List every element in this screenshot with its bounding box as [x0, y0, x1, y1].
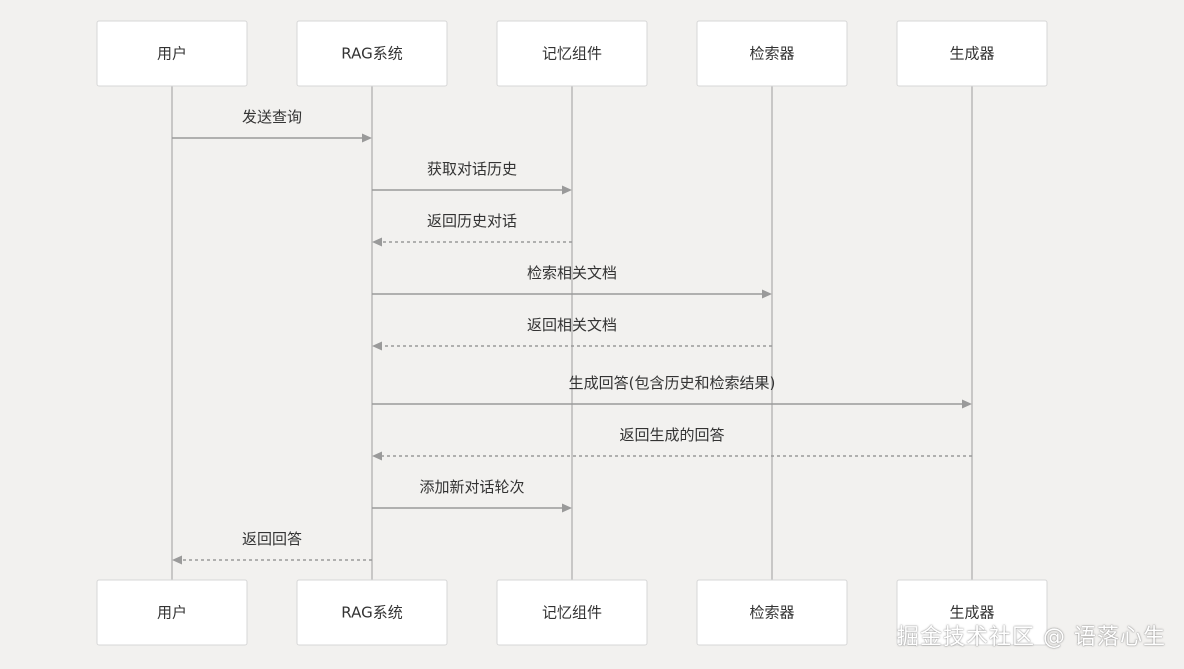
participant-label: RAG系统: [341, 45, 402, 63]
arrow-head: [962, 399, 972, 409]
message-8: 添加新对话轮次: [372, 478, 572, 513]
message-label: 发送查询: [242, 108, 302, 126]
arrow-head: [362, 133, 372, 143]
participant-box: [296, 579, 448, 646]
participant-memory-top: 记忆组件: [496, 20, 648, 87]
participant-rag-top: RAG系统: [296, 20, 448, 87]
participants-bottom: 用户 RAG系统 记忆组件 检索器 生成器: [96, 579, 1048, 646]
participant-box: [96, 579, 248, 646]
participant-label: 用户: [157, 45, 187, 63]
participant-box: [96, 20, 248, 87]
watermark: 掘金技术社区 @ 语落心生: [897, 625, 1166, 650]
message-label: 返回回答: [242, 530, 302, 548]
arrow-head: [562, 185, 572, 195]
message-label: 添加新对话轮次: [419, 478, 524, 496]
participant-box: [896, 20, 1048, 87]
participant-label: 生成器: [949, 604, 994, 622]
message-6: 生成回答(包含历史和检索结果): [372, 374, 972, 409]
message-5: 返回相关文档: [372, 316, 772, 351]
participant-label: 记忆组件: [542, 604, 602, 622]
participant-box: [496, 20, 648, 87]
arrow-head: [372, 341, 382, 351]
participant-retriever-bottom: 检索器: [696, 579, 848, 646]
participant-box: [896, 579, 1048, 646]
participant-user-bottom: 用户: [96, 579, 248, 646]
participant-label: 用户: [157, 604, 187, 622]
participant-label: 记忆组件: [542, 45, 602, 63]
participant-generator-top: 生成器: [896, 20, 1048, 87]
participant-box: [696, 20, 848, 87]
message-3: 返回历史对话: [372, 212, 572, 247]
arrow-head: [562, 503, 572, 513]
message-label: 返回历史对话: [427, 212, 517, 230]
message-label: 检索相关文档: [527, 264, 617, 282]
message-label: 返回生成的回答: [619, 426, 724, 444]
participant-rag-bottom: RAG系统: [296, 579, 448, 646]
arrow-head: [172, 555, 182, 565]
participant-label: RAG系统: [341, 604, 402, 622]
participant-box: [696, 579, 848, 646]
participant-retriever-top: 检索器: [696, 20, 848, 87]
message-2: 获取对话历史: [372, 160, 572, 195]
message-1: 发送查询: [172, 108, 372, 143]
participant-memory-bottom: 记忆组件: [496, 579, 648, 646]
arrow-head: [372, 451, 382, 461]
participant-box: [296, 20, 448, 87]
participants-top: 用户 RAG系统 记忆组件 检索器 生成器: [96, 20, 1048, 87]
participant-label: 生成器: [949, 45, 994, 63]
participant-box: [496, 579, 648, 646]
message-label: 返回相关文档: [527, 316, 617, 334]
participant-generator-bottom: 生成器: [896, 579, 1048, 646]
participant-label: 检索器: [749, 45, 794, 63]
messages: 发送查询获取对话历史返回历史对话检索相关文档返回相关文档生成回答(包含历史和检索…: [172, 108, 972, 565]
lifelines: [171, 86, 973, 580]
message-7: 返回生成的回答: [372, 426, 972, 461]
arrow-head: [372, 237, 382, 247]
participant-user-top: 用户: [96, 20, 248, 87]
message-4: 检索相关文档: [372, 264, 772, 299]
message-label: 获取对话历史: [427, 160, 517, 178]
message-9: 返回回答: [172, 530, 372, 565]
message-label: 生成回答(包含历史和检索结果): [569, 374, 776, 392]
participant-label: 检索器: [749, 604, 794, 622]
arrow-head: [762, 289, 772, 299]
